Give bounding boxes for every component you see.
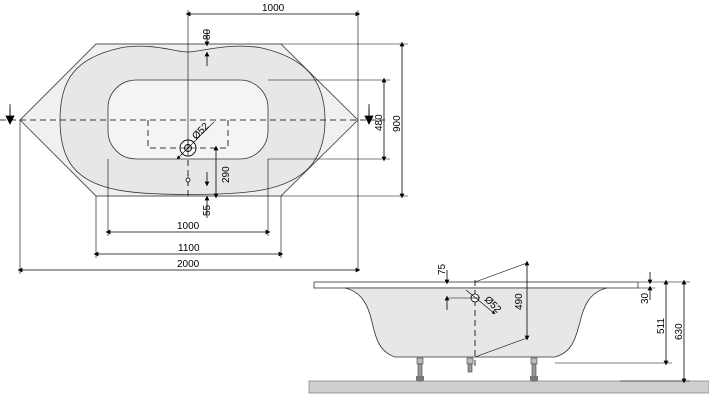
dim-inner-1000-label: 1000 — [177, 221, 200, 232]
dim-total-2000-label: 2000 — [177, 259, 200, 270]
dim-80-label: 80 — [202, 28, 213, 40]
dim-511-label: 511 — [656, 318, 667, 334]
tub-rim — [313, 281, 639, 289]
floor — [308, 380, 709, 394]
dim-490-ext-top — [474, 262, 528, 283]
drain-dia-leader — [176, 121, 215, 160]
dim-900-label: 900 — [392, 115, 403, 132]
dim-630-label: 630 — [674, 323, 685, 340]
side-dia-leader — [465, 289, 496, 315]
dim-55-label: 55 — [202, 204, 213, 216]
dim-30-label: 30 — [640, 292, 651, 304]
dim-490-label: 490 — [514, 293, 525, 310]
dim-top-1000-label: 1000 — [262, 3, 285, 14]
dim-75-label: 75 — [437, 263, 448, 275]
legs — [416, 357, 538, 382]
overflow-symbol — [185, 177, 191, 183]
dim-480-label: 480 — [374, 114, 385, 131]
tub-body — [344, 287, 608, 358]
dim-inner-1100-label: 1100 — [178, 243, 200, 254]
side-view: Ø52 75 490 30 511 630 — [308, 260, 709, 394]
overflow-dashed-box — [147, 120, 229, 149]
dim-490-ext-bottom — [474, 337, 528, 358]
dim-290-label: 290 — [221, 166, 232, 183]
top-view: Ø52 1000 80 480 900 290 55 — [0, 3, 408, 274]
